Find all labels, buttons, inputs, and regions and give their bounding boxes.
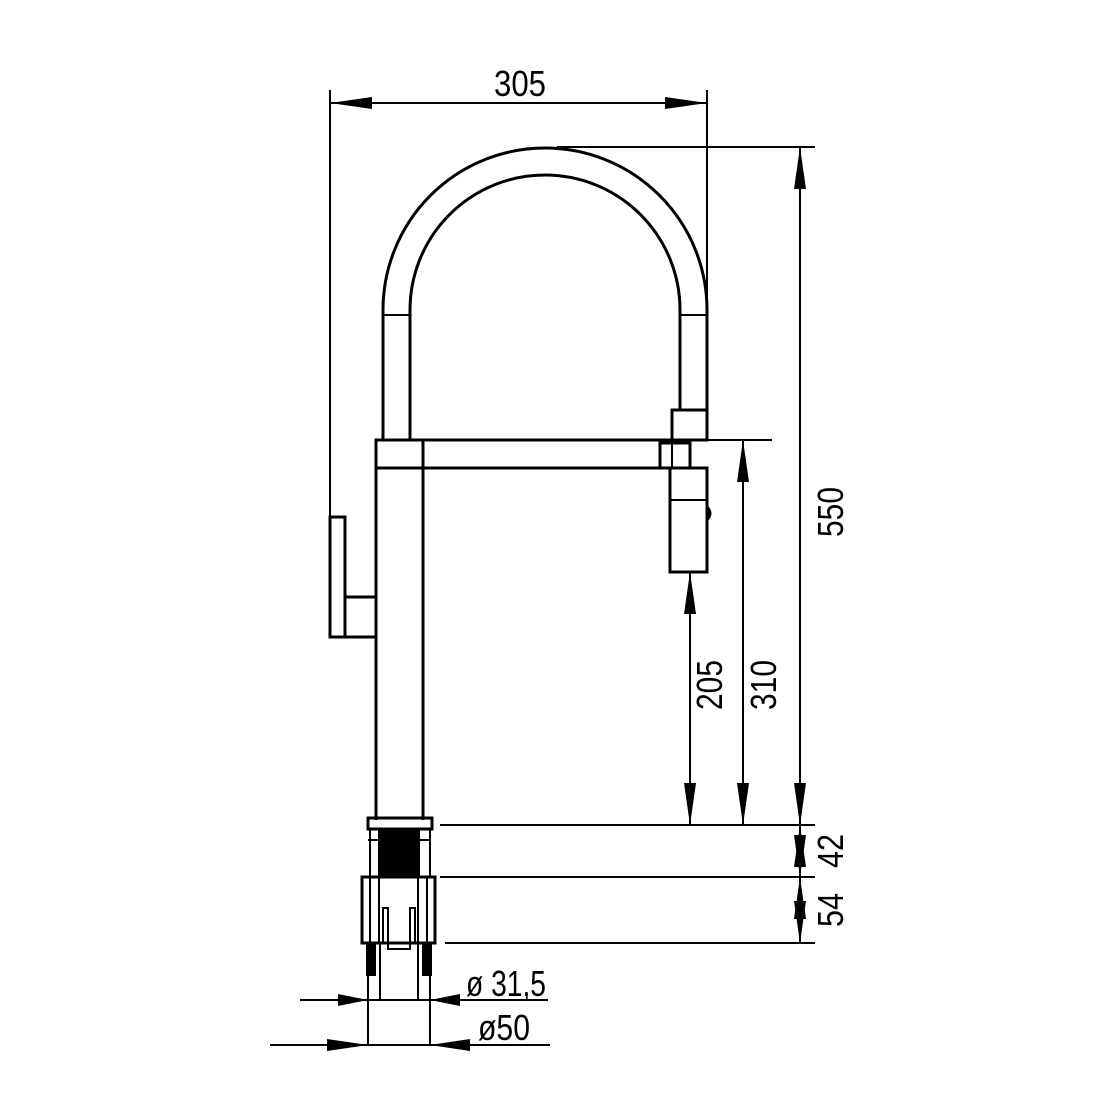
diameter-dimensions: ø 31,5 ø50	[270, 963, 550, 1051]
spray-button-icon	[707, 505, 712, 522]
width-dimension: 305	[329, 63, 708, 517]
faucet-body	[328, 146, 712, 1045]
height-label: 550	[810, 487, 851, 537]
arm-height-label: 310	[743, 660, 784, 710]
base-diameter-label: ø50	[478, 1007, 530, 1048]
height-dimensions: 550 310 205 42 54	[440, 146, 851, 944]
bolt-right-icon	[422, 943, 432, 976]
width-label: 305	[494, 63, 546, 104]
bolt-left-icon	[366, 943, 376, 976]
base-upper-label: 42	[810, 834, 851, 868]
base-lower-label: 54	[810, 893, 851, 927]
clearance-label: 205	[689, 660, 730, 710]
shank-diameter-label: ø 31,5	[466, 963, 546, 1004]
